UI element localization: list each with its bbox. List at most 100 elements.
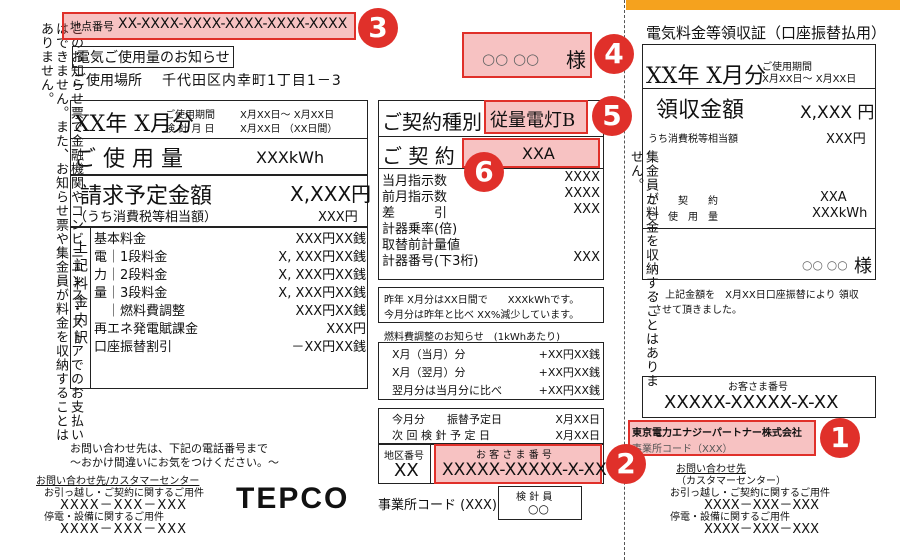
charge-row-label: 基本料金 <box>94 232 147 247</box>
meter-day-value: X月XX日 （XX日間） <box>240 124 338 135</box>
fuel-row-label: 翌月分は当月分に比べ <box>392 384 502 397</box>
receipt-outage-phone: XXXX－XXX－XXX <box>704 522 820 537</box>
receipt-honorific: 様 <box>854 256 872 277</box>
receipt-contract-label: ご 契 約 <box>648 196 718 207</box>
receipt-box <box>642 44 876 280</box>
charge-row-label: 力｜2段料金 <box>94 268 168 283</box>
receipt-divider-2 <box>642 228 876 229</box>
compare-line1: 昨年 X月分はXX日間で XXXkWhです。 <box>384 295 580 306</box>
receipt-usage-label: ご 使 用 量 <box>648 212 718 223</box>
receipt-outage-label: 停電・設備に関するご用件 <box>670 512 790 523</box>
meter-row-label: 当月指示数 <box>382 174 448 189</box>
charges-vertical-label: 上記料金内訳 <box>72 240 88 348</box>
receipt-customer-no-value: XXXXX-XXXXX-X-XX <box>664 392 839 413</box>
receipt-usage-value: XXXkWh <box>812 206 868 221</box>
orange-bar <box>626 0 900 10</box>
move-phone: XXXX－XXX－XXX <box>60 498 188 513</box>
badge-3: 3 <box>358 8 398 48</box>
receipt-period-value: X月XX日～ X月XX日 <box>762 74 857 85</box>
fuel-row-value: +XX円XX銭 <box>538 348 600 361</box>
month-label: XX年 X月分 <box>74 112 194 137</box>
fuel-row-label: X月（翌月）分 <box>392 366 466 379</box>
inquiry-line2: ～おかけ間違いにお気をつけください。～ <box>70 456 279 469</box>
point-number-highlight <box>62 12 356 40</box>
address: 千代田区内幸町1丁目1－3 <box>162 73 342 89</box>
charge-row-value: XXX円 <box>326 322 366 337</box>
meter-row-value: XXXX <box>564 170 600 185</box>
bill-box <box>70 175 368 227</box>
meter-row-value: XXX <box>573 250 600 265</box>
schedule-row-label: 今月分 振替予定日 <box>392 413 502 426</box>
contract-label: ご 契 約 <box>382 144 455 168</box>
badge-4: 4 <box>594 34 634 74</box>
receipt-title: 電気料金等領収証（口座振替払用） <box>646 24 887 42</box>
contract-divider <box>378 136 604 137</box>
charge-row-value: X, XXX円XX銭 <box>278 250 366 265</box>
usage-value: XXXkWh <box>256 148 325 167</box>
badge-1: 1 <box>820 418 860 458</box>
contract-type-highlight <box>484 100 588 134</box>
receipt-period-label: ご使用期間 <box>762 62 812 73</box>
received-label: 領収金額 <box>656 98 745 123</box>
divider <box>70 138 368 139</box>
charge-row-value: XXX円XX銭 <box>295 232 366 247</box>
receipt-name: ○○ ○○ <box>802 258 848 272</box>
outage-phone: XXXX－XXX－XXX <box>60 522 188 537</box>
charge-row-label: 再エネ発電賦課金 <box>94 322 199 337</box>
receipt-tax-label: うち消費税等相当額 <box>648 134 738 145</box>
contract-type-label: ご契約種別 <box>382 110 482 134</box>
receipt-move-phone: XXXX－XXX－XXX <box>704 498 820 513</box>
period-value: X月XX日～ X月XX日 <box>240 110 335 121</box>
period-label: ご使用期間 <box>165 110 215 121</box>
charges-box <box>70 227 368 389</box>
compare-line2: 今月分は昨年と比べ XX%減少しています。 <box>384 310 580 321</box>
receipt-office-code: 事業所コード（XXX） <box>632 444 733 455</box>
charge-row-label: 口座振替割引 <box>94 340 173 355</box>
schedule-row-label: 次 回 検 針 予 定 日 <box>392 429 490 442</box>
area-divider <box>430 444 431 484</box>
customer-name: ○○ ○○ <box>482 50 540 68</box>
usage-label: ご 使 用 量 <box>74 147 183 172</box>
area-value: XX <box>394 460 419 481</box>
company-highlight <box>628 420 816 456</box>
usage-summary-box <box>70 100 368 175</box>
meter-row-value: XXXX <box>564 186 600 201</box>
customer-no-highlight <box>434 444 602 484</box>
meter-row-label: 計器乗率(倍) <box>382 222 458 237</box>
fuel-title: 燃料費調整のお知らせ (1kWhあたり) <box>384 332 560 343</box>
area-label: 地区番号 <box>384 451 424 462</box>
receipt-divider <box>642 88 876 89</box>
charge-row-label: 量｜3段料金 <box>94 286 168 301</box>
tax-value: XXX円 <box>318 210 358 225</box>
received-value: X,XXX 円 <box>800 103 875 123</box>
fuel-box <box>378 342 604 400</box>
receipt-month: XX年 X月分 <box>646 64 766 89</box>
point-label: 地点番号 <box>70 20 114 33</box>
badge-2: 2 <box>606 444 646 484</box>
bill-label: 請求予定金額 <box>80 184 213 209</box>
charge-row-value: XXX円XX銭 <box>295 304 366 319</box>
receipt-note: ・ 上記金額を X月XX日口座振替により 領収させて頂きました。 <box>652 290 859 316</box>
schedule-row-value: X月XX日 <box>555 429 600 442</box>
right-vertical-notice: 集金員が料金を収納することはありません。 <box>628 150 658 388</box>
compare-box <box>378 287 604 323</box>
meter-reader-box <box>498 486 582 520</box>
receipt-inquiry-label: お問い合わせ先 <box>676 464 746 475</box>
point-number: XX-XXXX-XXXX-XXXX-XXXX-XXXX <box>118 16 348 32</box>
meter-row-label: 取替前計量値 <box>382 238 461 253</box>
badge-6: 6 <box>464 152 504 192</box>
contract-type-value: 従量電灯B <box>490 110 576 131</box>
fuel-row-value: +XX円XX銭 <box>538 384 600 397</box>
receipt-customer-no-box <box>642 376 876 418</box>
honorific: 様 <box>566 48 586 72</box>
charge-row-label: ｜燃料費調整 <box>94 304 186 319</box>
fuel-row-label: X月（当月）分 <box>392 348 466 361</box>
tax-label: （うち消費税等相当額） <box>74 210 218 225</box>
badge-5: 5 <box>592 96 632 136</box>
contract-value: XXA <box>522 144 555 163</box>
meter-reader-label: 検 針 員 <box>516 492 553 503</box>
company-name: 東京電力エナジーパートナー株式会社 <box>632 428 802 439</box>
inquiry-line1: お問い合わせ先は、下記の電話番号まで <box>70 442 268 455</box>
receipt-tax-value: XXX円 <box>826 132 866 147</box>
center-label: お問い合わせ先/カスタマーセンター <box>36 476 200 487</box>
